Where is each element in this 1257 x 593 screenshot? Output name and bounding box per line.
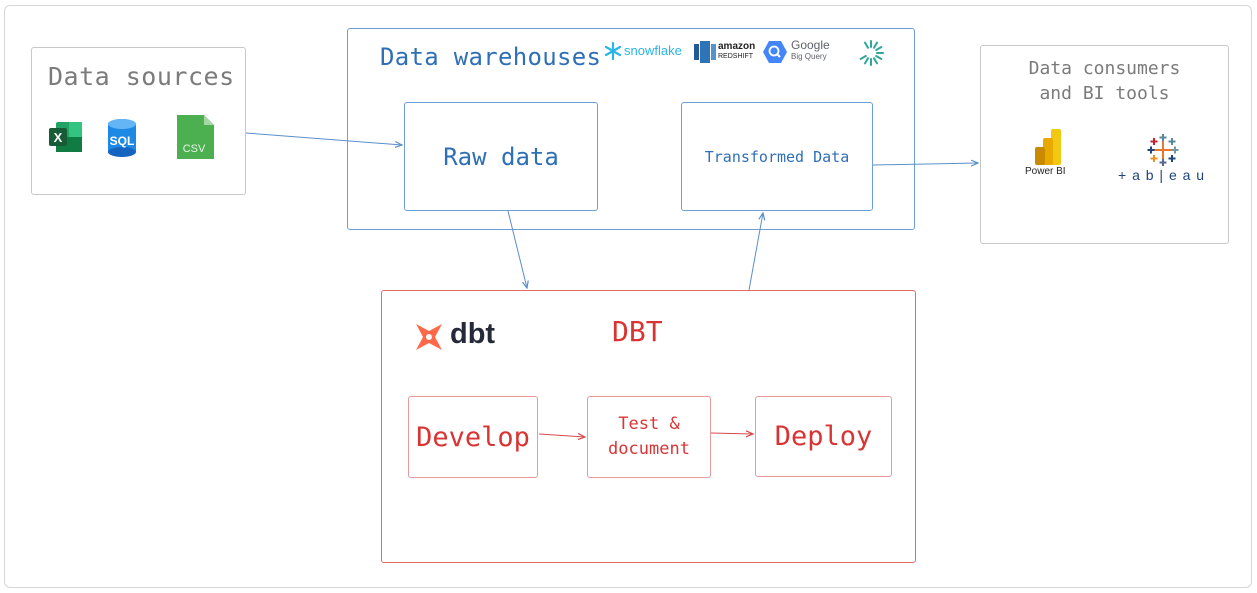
snowflake-logo-text: snowflake — [624, 43, 682, 58]
powerbi-icon — [1035, 129, 1061, 165]
sql-database-icon: SQL — [108, 119, 136, 157]
deploy-box: Deploy — [755, 396, 892, 477]
test-document-box: Test & document — [587, 396, 711, 478]
dbt-logo-text: dbt — [450, 318, 496, 350]
arrow-dbt-to-transformed — [748, 213, 763, 291]
arrow-transformed-to-consumers — [872, 163, 978, 165]
data-sources-box: Data sources — [31, 47, 246, 195]
arrow-sources-to-raw — [245, 132, 402, 145]
csv-label: CSV — [183, 143, 206, 155]
tableau-label: + a b | e a u — [1118, 167, 1206, 183]
develop-box: Develop — [408, 396, 538, 478]
powerbi-label: Power BI — [1025, 166, 1066, 177]
bigquery-icon — [763, 41, 787, 63]
tableau-icon — [1147, 134, 1179, 166]
data-sources-title: Data sources — [48, 62, 235, 91]
dbt-title: DBT — [612, 315, 663, 348]
deploy-label: Deploy — [774, 421, 873, 452]
data-consumers-title: Data consumers and BI tools — [981, 56, 1228, 106]
dbt-logo-icon — [416, 324, 442, 350]
data-warehouses-title: Data warehouses — [380, 43, 602, 71]
develop-label: Develop — [416, 421, 530, 453]
data-warehouses-box: Data warehouses — [347, 28, 915, 230]
redshift-icon — [694, 41, 716, 63]
dbt-box: DBT — [381, 290, 916, 563]
data-consumers-title-line2: and BI tools — [1039, 83, 1170, 104]
redshift-logo-text: REDSHIFT — [718, 53, 753, 60]
transformed-data-label: Transformed Data — [704, 147, 850, 166]
snowflake-icon — [604, 42, 622, 60]
raw-data-label: Raw data — [443, 142, 559, 171]
arrow-develop-to-test — [538, 434, 585, 437]
excel-icon: X — [49, 122, 82, 152]
arrow-raw-to-dbt — [507, 210, 527, 288]
csv-file-icon: CSV — [177, 115, 214, 159]
starburst-icon — [859, 40, 884, 66]
sql-label: SQL — [110, 134, 135, 148]
google-logo-text: Google — [791, 38, 830, 52]
test-label-line2: document — [608, 439, 690, 459]
test-label-line1: Test & — [618, 414, 680, 434]
bigquery-logo-text: Big Query — [791, 52, 827, 61]
data-consumers-title-line1: Data consumers — [1028, 58, 1181, 79]
excel-letter: X — [54, 130, 63, 145]
diagram-frame — [4, 5, 1252, 588]
data-consumers-box: Data consumers and BI tools — [980, 45, 1229, 244]
amazon-logo-text: amazon — [718, 41, 756, 52]
transformed-data-box: Transformed Data — [681, 102, 873, 211]
raw-data-box: Raw data — [404, 102, 598, 211]
arrow-test-to-deploy — [710, 433, 753, 434]
